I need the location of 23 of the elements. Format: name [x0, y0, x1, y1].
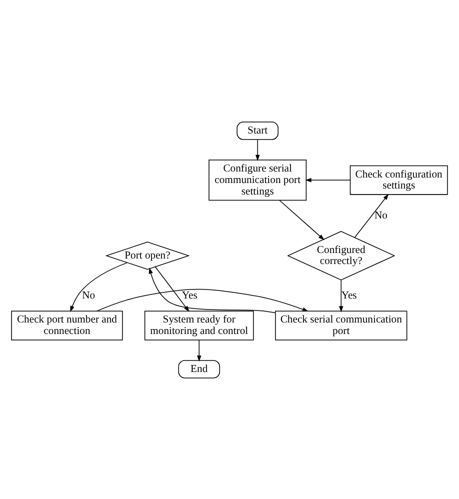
arrow — [255, 138, 260, 160]
arrow — [148, 267, 276, 313]
node-box: Check configuration settings — [350, 164, 448, 194]
arrow — [305, 178, 350, 182]
node-box: Configure serial communication port settings — [208, 159, 307, 200]
arrow — [70, 262, 128, 312]
arrow — [279, 199, 324, 240]
node-box: Start — [236, 121, 278, 140]
node-box: Check port number and connection — [11, 310, 123, 340]
arrow — [154, 266, 190, 312]
edge-label: Yes — [182, 290, 198, 301]
node-diamond: Configured correctly? — [287, 230, 396, 280]
arrow — [96, 288, 309, 312]
arrow — [339, 279, 344, 312]
node-box: Check serial communication port — [275, 310, 408, 340]
arrow — [354, 193, 389, 238]
edge-label: No — [82, 290, 96, 301]
node-box: End — [178, 360, 220, 378]
arrow — [197, 339, 202, 362]
edge-label: No — [374, 210, 388, 222]
node-box: System ready for monitoring and control — [144, 310, 254, 340]
edge-label: Yes — [341, 290, 357, 301]
node-diamond: Port open? — [105, 241, 190, 270]
